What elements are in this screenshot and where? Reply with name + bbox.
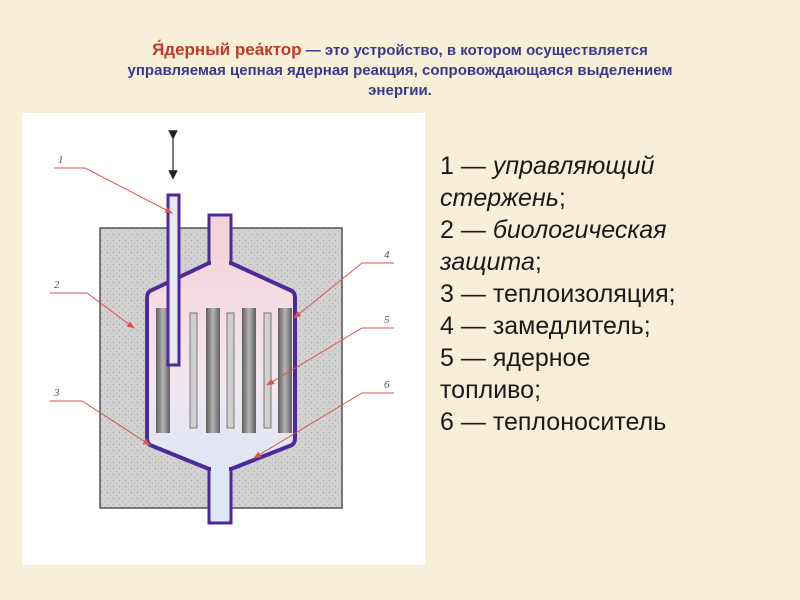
legend-item-3: 3 — теплоизоляция; — [440, 278, 785, 310]
legend-item-text-cont: защита — [440, 248, 535, 276]
callout-2: 2 — [54, 279, 60, 291]
legend-item-text: управляющий — [492, 152, 655, 180]
fuel-rod — [189, 312, 198, 429]
definition-line-3: энергии. — [368, 82, 432, 99]
definition-line-2: управляемая цепная ядерная реакция, сопр… — [127, 62, 673, 79]
fuel-rod — [226, 312, 235, 429]
legend-item-text: теплоизоляция; — [492, 280, 676, 308]
legend-item-text-cont: стержень — [440, 184, 559, 212]
legend-item-2: 2 — биологическая — [440, 214, 785, 246]
legend-item-text: биологическая — [492, 216, 667, 244]
reactor-diagram: 1 2 3 4 5 6 — [22, 113, 425, 565]
legend-item-text: замедлитель; — [492, 312, 651, 340]
reactor-vessel — [145, 261, 297, 471]
callout-5: 5 — [384, 314, 390, 326]
moderator-rod — [278, 308, 292, 433]
fuel-rod — [263, 312, 272, 429]
legend-item-5-cont: топливо; — [440, 374, 785, 406]
control-rod — [166, 193, 181, 367]
definition-header: Я́дерный реа́ктор — это устройство, в ко… — [40, 40, 760, 101]
moderator-rod — [242, 308, 256, 433]
legend-item-1-cont: стержень; — [440, 182, 785, 214]
definition-line-1: — это устройство, в котором осуществляет… — [301, 42, 648, 59]
legend-item-1: 1 — управляющий — [440, 150, 785, 182]
legend-item-number: 1 — — [440, 152, 486, 180]
legend-item-4: 4 — замедлитель; — [440, 310, 785, 342]
legend-item-text: ядерное — [492, 344, 591, 372]
legend-item-6: 6 — теплоноситель — [440, 406, 785, 438]
moderator-rod — [206, 308, 220, 433]
callout-4: 4 — [384, 249, 390, 261]
legend-item-number: 3 — — [440, 280, 486, 308]
legend-item-5: 5 — ядерное — [440, 342, 785, 374]
legend-item-number: 4 — — [440, 312, 486, 340]
term-nuclear-reactor: Я́дерный реа́ктор — [152, 40, 302, 59]
callout-3: 3 — [53, 387, 60, 399]
callout-6: 6 — [384, 379, 390, 391]
legend-item-number: 6 — — [440, 408, 486, 436]
reactor-svg: 1 2 3 4 5 6 — [50, 130, 394, 525]
callout-1: 1 — [58, 154, 64, 166]
legend-item-number: 2 — — [440, 216, 486, 244]
legend-item-suffix: ; — [558, 184, 566, 212]
legend-item-number: 5 — — [440, 344, 486, 372]
legend-item-2-cont: защита; — [440, 246, 785, 278]
legend-item-text: теплоноситель — [492, 408, 667, 436]
legend-item-text-cont: топливо; — [440, 376, 542, 404]
legend-item-suffix: ; — [534, 248, 542, 276]
callout-lines — [50, 167, 394, 459]
